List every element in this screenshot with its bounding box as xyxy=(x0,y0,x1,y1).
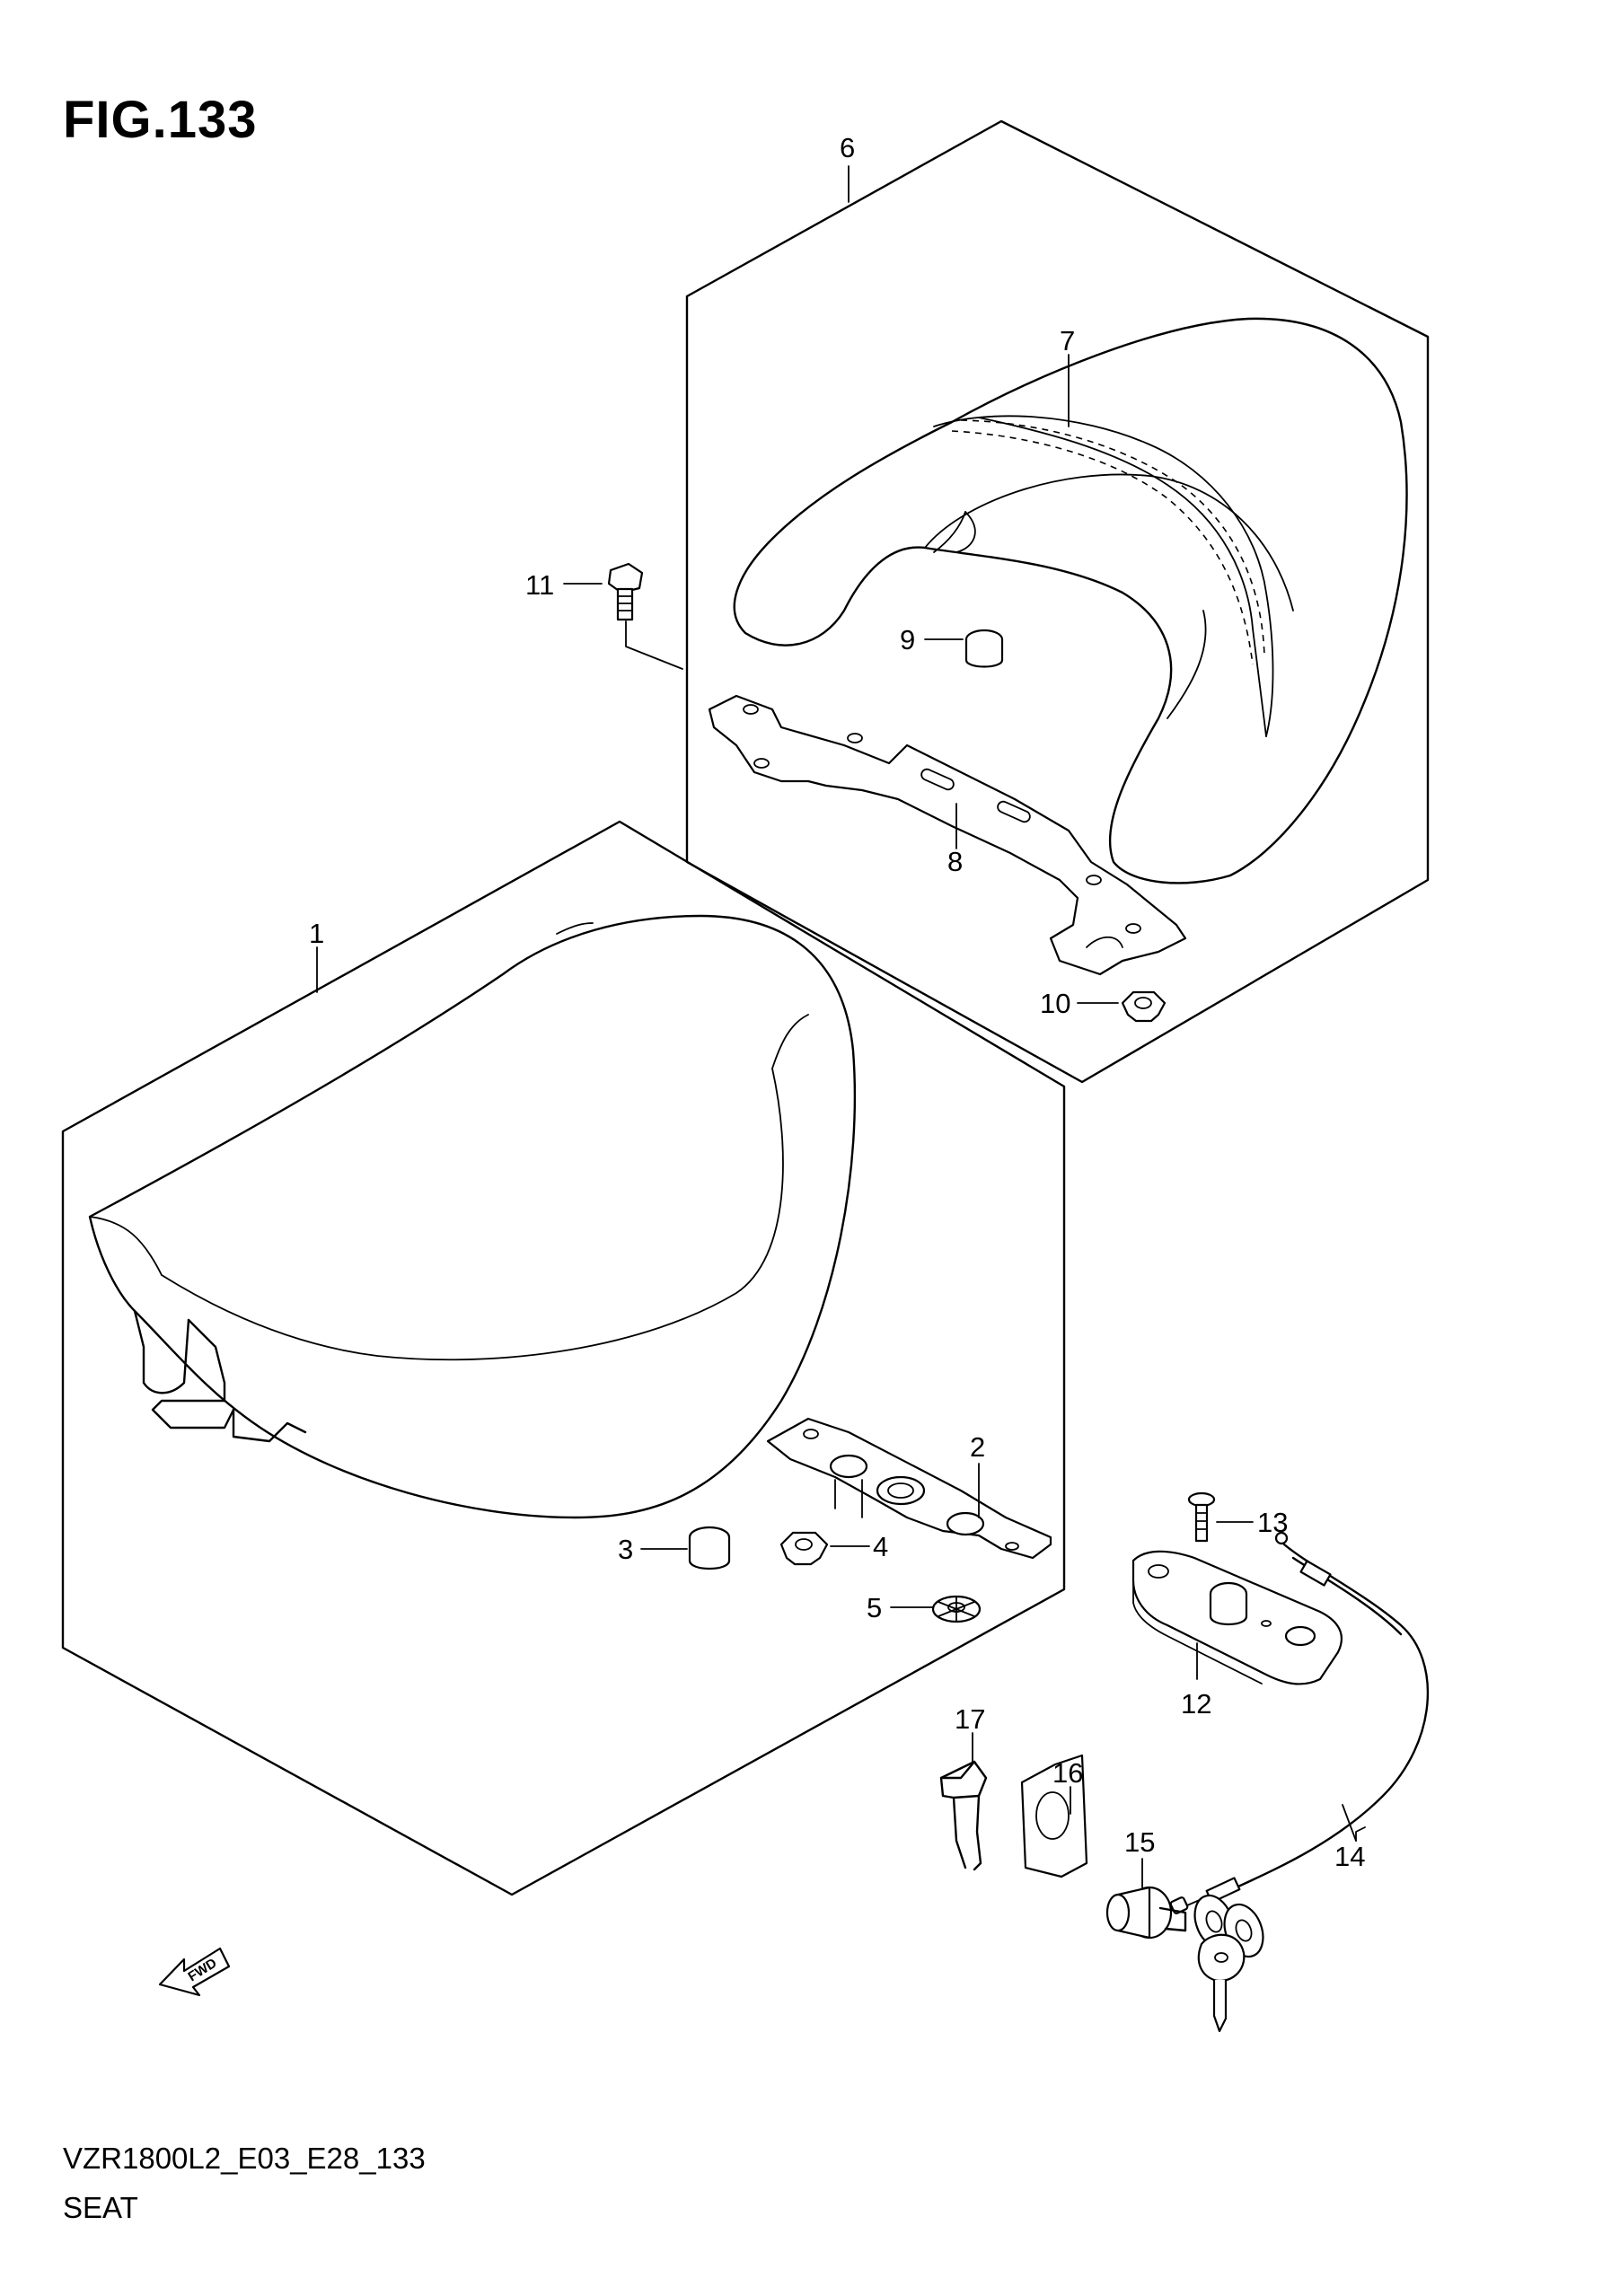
plate-16 xyxy=(1020,1754,1088,1878)
lock-assembly xyxy=(939,1491,1430,2033)
bolt-11 xyxy=(607,562,683,670)
callout-14: 14 xyxy=(1334,1841,1365,1872)
grommet-4 xyxy=(779,1531,829,1566)
figure-code: VZR1800L2_E03_E28_133 xyxy=(63,2142,426,2175)
callout-4: 4 xyxy=(873,1531,888,1562)
callout-12: 12 xyxy=(1181,1688,1211,1720)
callout-1: 1 xyxy=(309,918,324,949)
figure-title: FIG.133 xyxy=(63,91,258,149)
nut-5 xyxy=(931,1595,982,1623)
callout-2: 2 xyxy=(970,1431,985,1463)
bracket-8 xyxy=(708,694,1187,976)
callout-10: 10 xyxy=(1040,988,1070,1019)
grommet-10 xyxy=(1121,990,1167,1023)
callout-17: 17 xyxy=(955,1703,985,1735)
main-seat-group xyxy=(61,820,1066,1896)
callout-3: 3 xyxy=(618,1534,633,1565)
callout-8: 8 xyxy=(947,846,963,877)
callouts: 6 7 11 9 8 10 1 2 3 4 5 13 12 xyxy=(309,132,1366,1888)
callout-6: 6 xyxy=(840,132,855,163)
callout-13: 13 xyxy=(1257,1507,1288,1538)
callout-11: 11 xyxy=(525,569,554,601)
forward-arrow-icon: FWD xyxy=(158,1947,231,1997)
group-frame-1 xyxy=(61,820,1066,1896)
seat-strap xyxy=(933,415,1274,737)
screw-13 xyxy=(1187,1491,1216,1543)
callout-16: 16 xyxy=(1052,1757,1083,1789)
cushion-9 xyxy=(964,629,1004,668)
pillion-seat xyxy=(733,317,1408,884)
cable-14 xyxy=(1219,1543,1430,1896)
callout-7: 7 xyxy=(1060,325,1075,356)
callout-9: 9 xyxy=(900,624,915,655)
rider-seat xyxy=(88,914,857,1519)
figure-name: SEAT xyxy=(63,2191,138,2224)
cushion-3 xyxy=(688,1526,731,1570)
callout-15: 15 xyxy=(1124,1826,1155,1858)
lock-cylinder-15 xyxy=(1105,1886,1264,2033)
callout-5: 5 xyxy=(867,1592,882,1623)
passenger-seat-group xyxy=(607,119,1430,1084)
